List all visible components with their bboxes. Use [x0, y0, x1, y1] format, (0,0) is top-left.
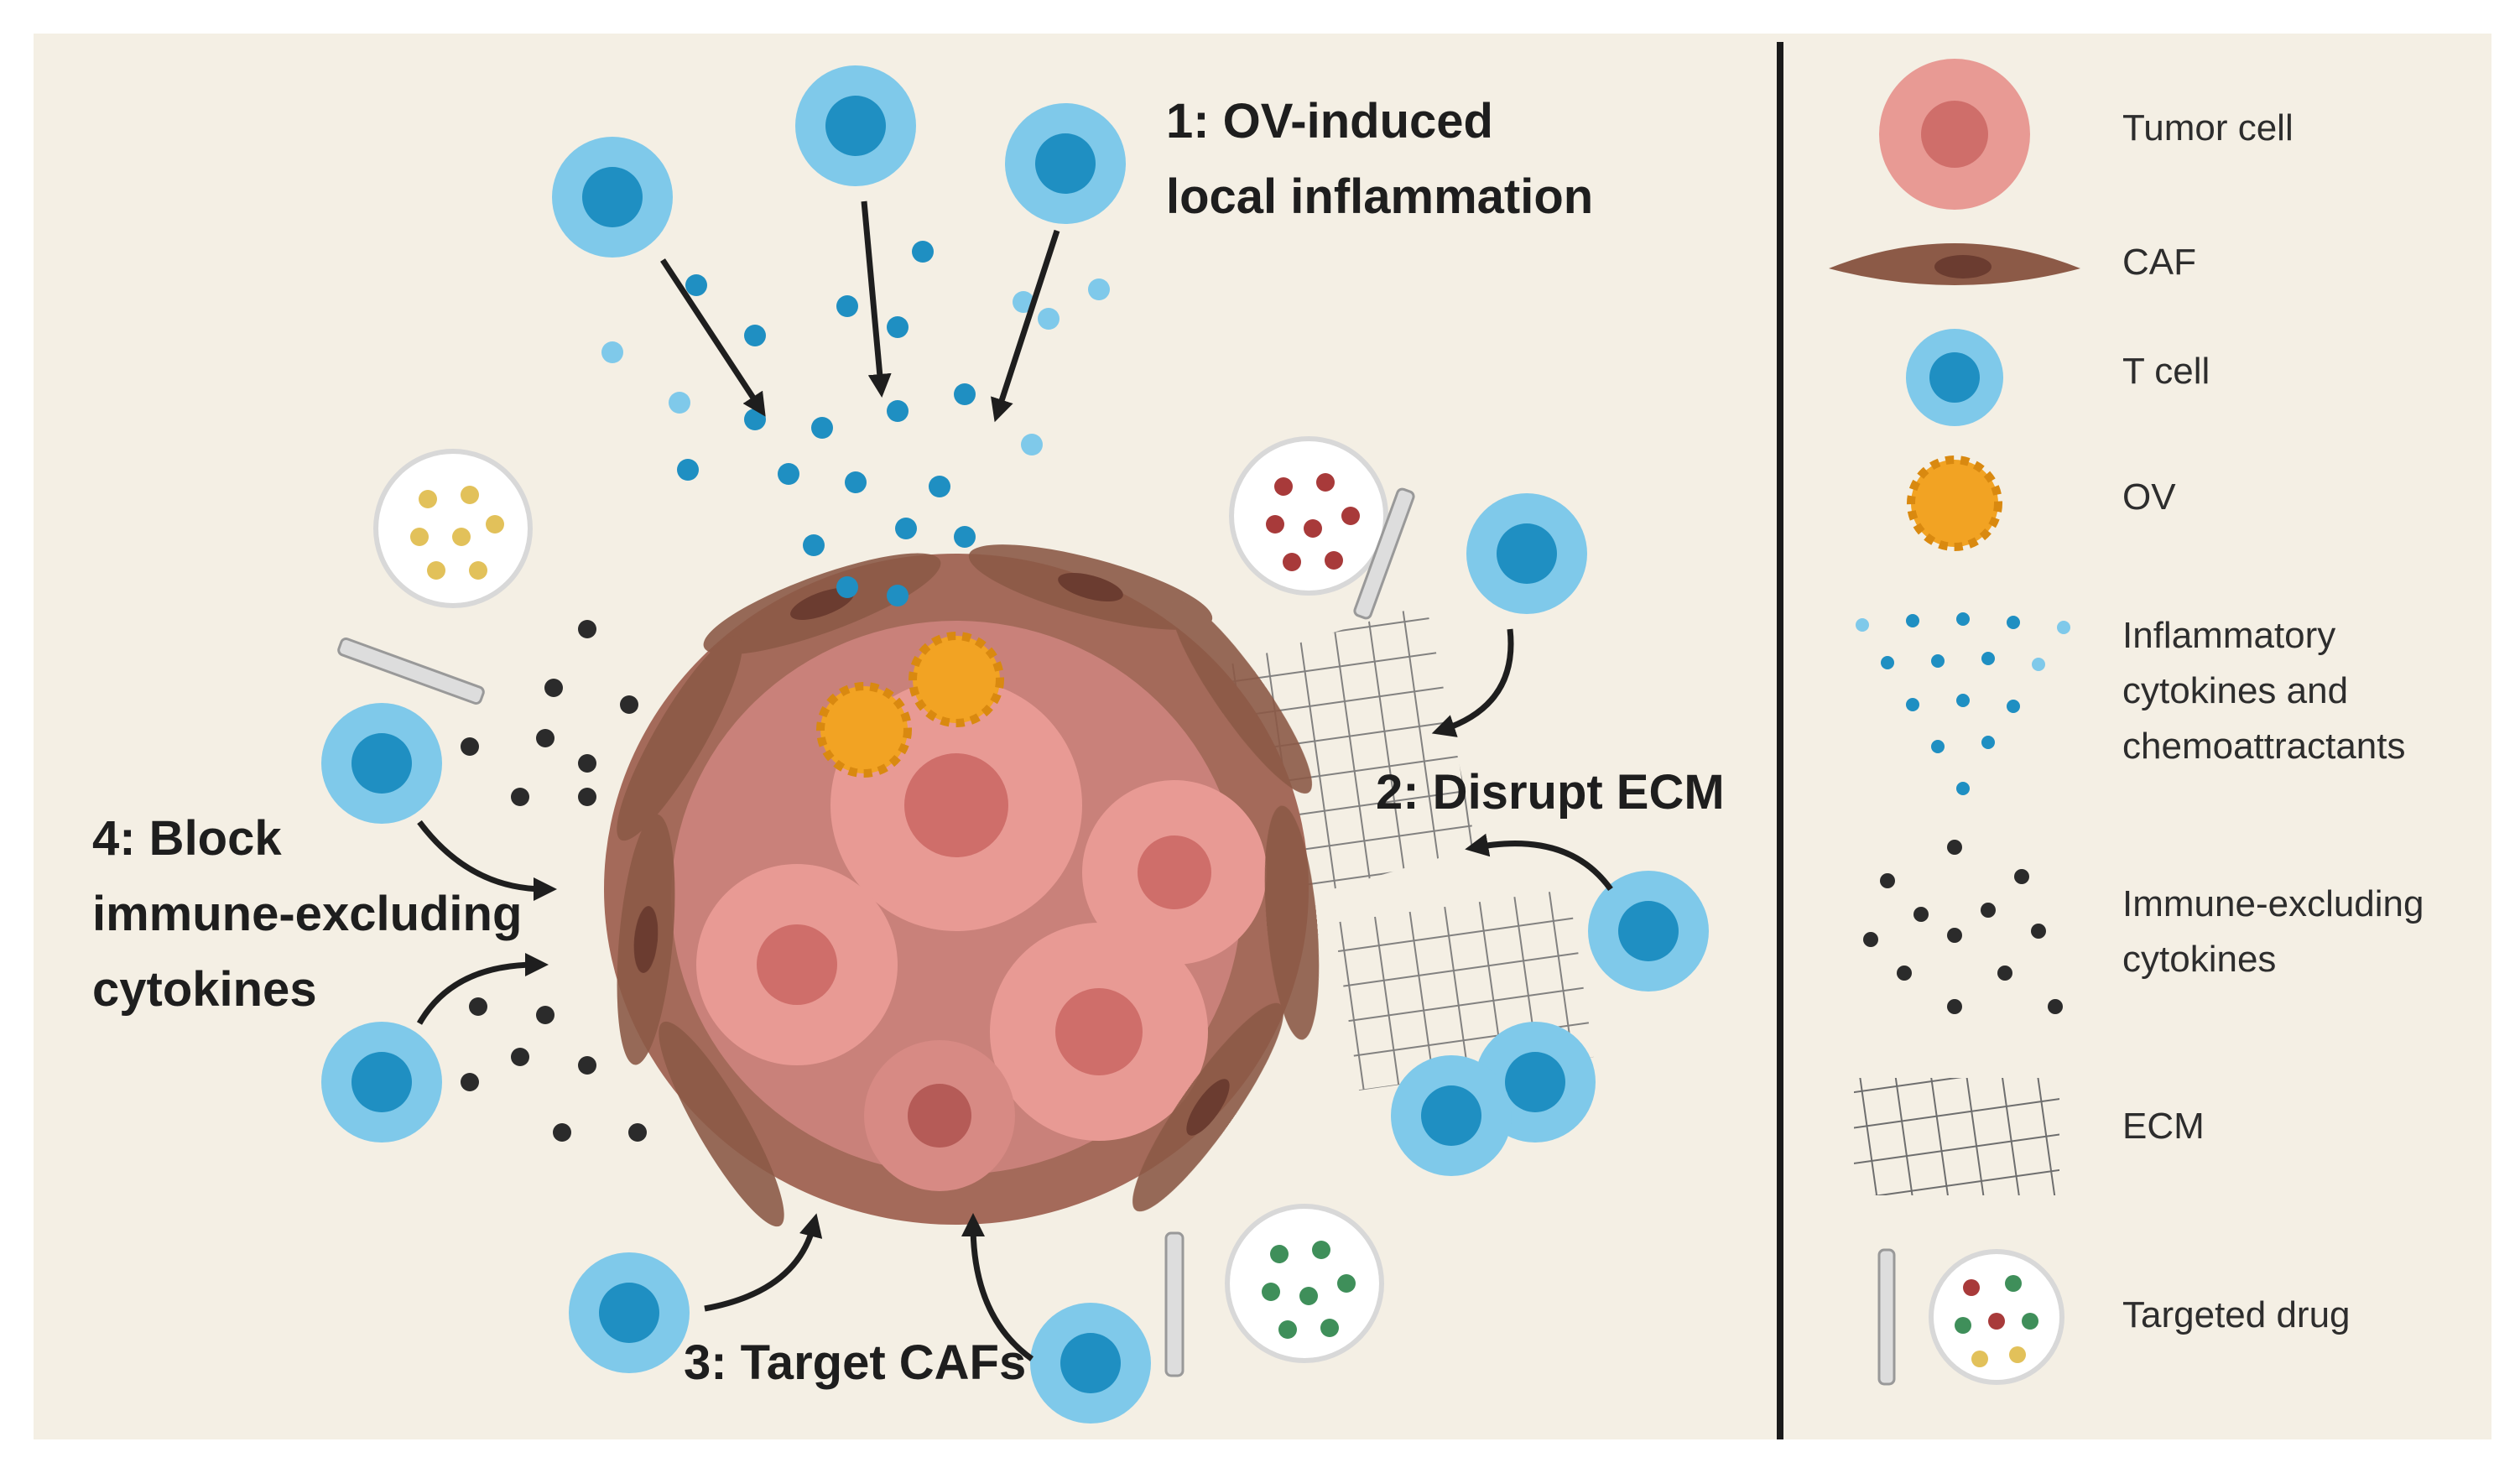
legend-text: T cell: [2122, 351, 2210, 392]
step4-line3: cytokines: [92, 962, 317, 1017]
legend-text: Immune-excluding: [2122, 883, 2424, 924]
step3-text: 3: Target CAFs: [684, 1335, 1027, 1390]
legend-label-immune-excluding-cytokines: Immune-excluding cytokines: [2122, 877, 2424, 987]
caf-icon: [1829, 243, 2080, 285]
inflammatory-cytokines: [601, 241, 1110, 606]
t-cell-icon: [1906, 329, 2003, 426]
immune-excluding-cytokines-icon: [1863, 840, 2063, 1014]
legend-label-t-cell: T cell: [2122, 344, 2210, 399]
legend-label-caf: CAF: [2122, 235, 2196, 290]
t-cell: [1005, 103, 1126, 224]
syringe-icon: [1164, 1231, 1185, 1377]
tumor-cell-icon: [1879, 59, 2030, 210]
drug-bubble-green: [1225, 1204, 1384, 1363]
t-cell: [552, 137, 673, 258]
targeted-drug-icon: [1877, 1248, 2064, 1386]
tumor-cell: [864, 1040, 1015, 1191]
step1-line1: 1: OV-induced: [1166, 94, 1493, 148]
legend-label-inflammatory-cytokines: Inflammatory cytokines and chemoattracta…: [2122, 608, 2406, 774]
tumor-cell: [1082, 780, 1267, 965]
step3-label: 3: Target CAFs: [684, 1325, 1026, 1401]
inflammatory-cytokines-icon: [1856, 612, 2070, 795]
step-arrows: [416, 200, 1613, 1361]
step1-line2: local inflammation: [1166, 169, 1594, 224]
legend-label-ov: OV: [2122, 470, 2176, 525]
t-cell: [1588, 871, 1709, 992]
tumor-cell: [990, 923, 1208, 1141]
legend-text: CAF: [2122, 242, 2196, 283]
legend-label-tumor-cell: Tumor cell: [2122, 101, 2294, 156]
step4-label: 4: Block immune-excluding cytokines: [92, 801, 522, 1028]
drug-bubble-yellow: [373, 449, 533, 608]
step4-line2: immune-excluding: [92, 887, 523, 941]
ov-virus: [909, 632, 1004, 727]
legend-text: OV: [2122, 476, 2176, 518]
legend-text: cytokines: [2122, 939, 2277, 980]
legend-text: Tumor cell: [2122, 107, 2294, 148]
t-cell: [321, 703, 442, 824]
tumor-cell: [696, 864, 898, 1065]
t-cell: [569, 1252, 690, 1373]
ecm-icon: [1854, 1078, 2059, 1195]
t-cell: [795, 65, 916, 186]
step4-line1: 4: Block: [92, 811, 282, 866]
t-cell: [321, 1022, 442, 1142]
ov-virus: [816, 682, 912, 778]
t-cell: [1466, 493, 1587, 614]
legend-text: Targeted drug: [2122, 1294, 2351, 1335]
legend-label-ecm: ECM: [2122, 1099, 2205, 1154]
legend-label-targeted-drug: Targeted drug: [2122, 1288, 2351, 1343]
legend-text: chemoattractants: [2122, 726, 2406, 767]
t-cell: [1030, 1303, 1151, 1424]
immune-excluding-cytokines: [461, 620, 647, 1142]
legend-text: Inflammatory: [2122, 615, 2336, 656]
drug-bubble-red: [1229, 436, 1388, 596]
t-cell: [1391, 1055, 1512, 1176]
legend-text: ECM: [2122, 1106, 2205, 1147]
step2-text: 2: Disrupt ECM: [1376, 765, 1725, 820]
step2-label: 2: Disrupt ECM: [1376, 755, 1725, 830]
legend-text: cytokines and: [2122, 670, 2349, 711]
syringe-icon: [337, 638, 485, 705]
syringe-icon: [1353, 487, 1415, 620]
ov-icon: [1907, 455, 2002, 551]
step1-label: 1: OV-induced local inflammation: [1166, 84, 1593, 235]
